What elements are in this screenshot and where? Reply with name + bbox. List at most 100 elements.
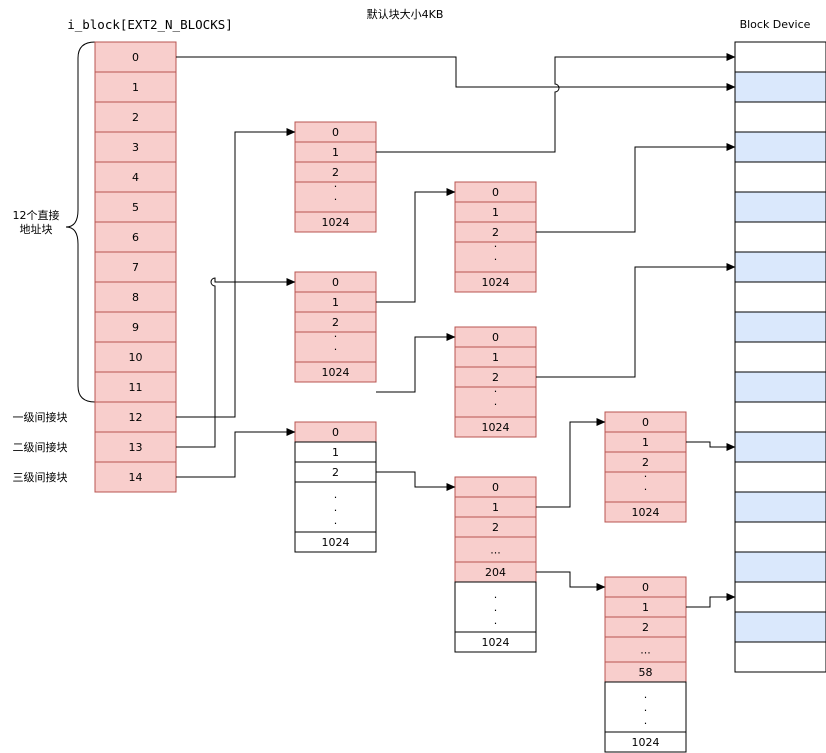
block-entry <box>294 211 377 233</box>
device-block-used <box>734 371 826 403</box>
block-entry <box>294 361 377 383</box>
direct-blocks-label-line1: 12个直接 <box>13 208 60 222</box>
block-entry-label: 1024 <box>322 536 350 549</box>
triple-indirect-label: 三级间接块 <box>13 471 68 484</box>
edge-triple2-to-l2 <box>376 471 456 491</box>
edge-double1-to-l2a <box>376 188 456 303</box>
block-entry-label: 0 <box>332 426 339 439</box>
block-ellipsis-dot: . <box>644 688 648 701</box>
block-entry-label: 1 <box>492 351 499 364</box>
block-entry-label: 1 <box>332 146 339 159</box>
i-block-cell-label: 9 <box>132 321 139 334</box>
connectors <box>176 53 736 608</box>
triple-indirect-block: 0 1 2... 1024 <box>294 421 377 553</box>
block-ellipsis-cell <box>294 181 377 213</box>
triple-indirect-level3-a: 012...1024 <box>604 411 687 523</box>
block-device-label: Block Device <box>740 18 811 31</box>
block-ellipsis-dot: . <box>334 203 338 216</box>
device-block <box>734 641 826 673</box>
double-indirect-level2-b: 012...1024 <box>454 326 537 438</box>
block-entry-label: 0 <box>642 581 649 594</box>
i-block-cell <box>94 371 177 403</box>
edge-l2b-to-device <box>536 263 736 378</box>
block-ellipsis-dot: . <box>644 701 648 714</box>
block-entry-label: 0 <box>492 186 499 199</box>
device-block-used <box>734 191 826 223</box>
direct-blocks-label-line2: 地址块 <box>20 222 53 236</box>
block-entry-label: 2 <box>332 166 339 179</box>
block-entry-label: 1024 <box>482 276 510 289</box>
block-ellipsis-dot: . <box>494 263 498 276</box>
edge-l3b-to-device <box>686 593 736 608</box>
block-ellipsis-dot: . <box>494 382 498 395</box>
block-entry-label: 2 <box>642 456 649 469</box>
block-entry-label: 1024 <box>322 216 350 229</box>
i-block-array-label: i_block[EXT2_N_BLOCKS] <box>67 17 233 32</box>
block-entry-label: 1024 <box>632 736 660 749</box>
block-ellipsis-dot: . <box>334 488 338 501</box>
i-block-cell-label: 5 <box>132 201 139 214</box>
i-block-cell-label: 0 <box>132 51 139 64</box>
device-block-used <box>734 491 826 523</box>
block-entry <box>294 531 377 553</box>
block-entry-label: 2 <box>332 316 339 329</box>
block-entry-label: ... <box>490 544 501 557</box>
block-ellipsis-dot: . <box>334 353 338 366</box>
i-block-cell <box>94 341 177 373</box>
i-block-cell-label: 6 <box>132 231 139 244</box>
block-entry <box>604 731 687 753</box>
device-block <box>734 221 826 253</box>
i-block-cell-label: 13 <box>129 441 143 454</box>
double-indirect-level2-a: 012...1024 <box>454 181 537 293</box>
device-block <box>734 521 826 553</box>
block-ellipsis-dot: . <box>334 190 338 203</box>
block-ellipsis-cell <box>294 331 377 363</box>
i-block-cell <box>94 71 177 103</box>
device-block <box>734 281 826 313</box>
block-entry-label: 0 <box>642 416 649 429</box>
edge-single1-to-device <box>376 53 736 153</box>
block-entry-label: 1 <box>492 501 499 514</box>
block-ellipsis-dot: . <box>494 614 498 627</box>
block-entry-label: 1 <box>642 601 649 614</box>
i-block-cell-label: 11 <box>129 381 143 394</box>
i-block-cell <box>94 311 177 343</box>
block-ellipsis-cell <box>604 681 687 733</box>
edge-direct0-to-device <box>176 56 736 91</box>
block-ellipsis-cell <box>294 481 377 533</box>
block-ellipsis-dot: . <box>334 177 338 190</box>
block-entry-label: 58 <box>639 666 653 679</box>
device-block-used <box>734 611 826 643</box>
double-indirect-block: 012...1024 <box>294 271 377 383</box>
i-block-cell <box>94 251 177 283</box>
block-entry-label: 1 <box>332 446 339 459</box>
block-ellipsis-dot: . <box>494 408 498 421</box>
block-entry-label: 1 <box>642 436 649 449</box>
triple-indirect-level3-b: 012...58...1024 <box>604 576 687 753</box>
block-entry-label: 0 <box>332 126 339 139</box>
block-entry-label: 1 <box>332 296 339 309</box>
edge-t2-204-to-l3b <box>536 571 606 591</box>
direct-blocks-brace <box>65 41 96 403</box>
i-block-cell <box>94 131 177 163</box>
block-entry-label: 204 <box>485 566 506 579</box>
i-block-cell-label: 14 <box>129 471 143 484</box>
block-ellipsis-cell <box>454 581 537 633</box>
device-block-used <box>734 71 826 103</box>
device-block <box>734 161 826 193</box>
block-ellipsis-dot: . <box>494 250 498 263</box>
block-entry-label: 1024 <box>632 506 660 519</box>
block-ellipsis-dot: . <box>334 514 338 527</box>
i-block-cell-label: 1 <box>132 81 139 94</box>
block-entry-label: 1 <box>492 206 499 219</box>
device-block <box>734 341 826 373</box>
block-entry-label: 2 <box>332 466 339 479</box>
i-block-cell <box>94 431 177 463</box>
block-device <box>734 41 826 673</box>
i-block-cell-label: 3 <box>132 141 139 154</box>
i-block-cell <box>94 41 177 73</box>
block-ellipsis-dot: . <box>334 501 338 514</box>
i-block-cell-label: 12 <box>129 411 143 424</box>
i-block-cell-label: 4 <box>132 171 139 184</box>
